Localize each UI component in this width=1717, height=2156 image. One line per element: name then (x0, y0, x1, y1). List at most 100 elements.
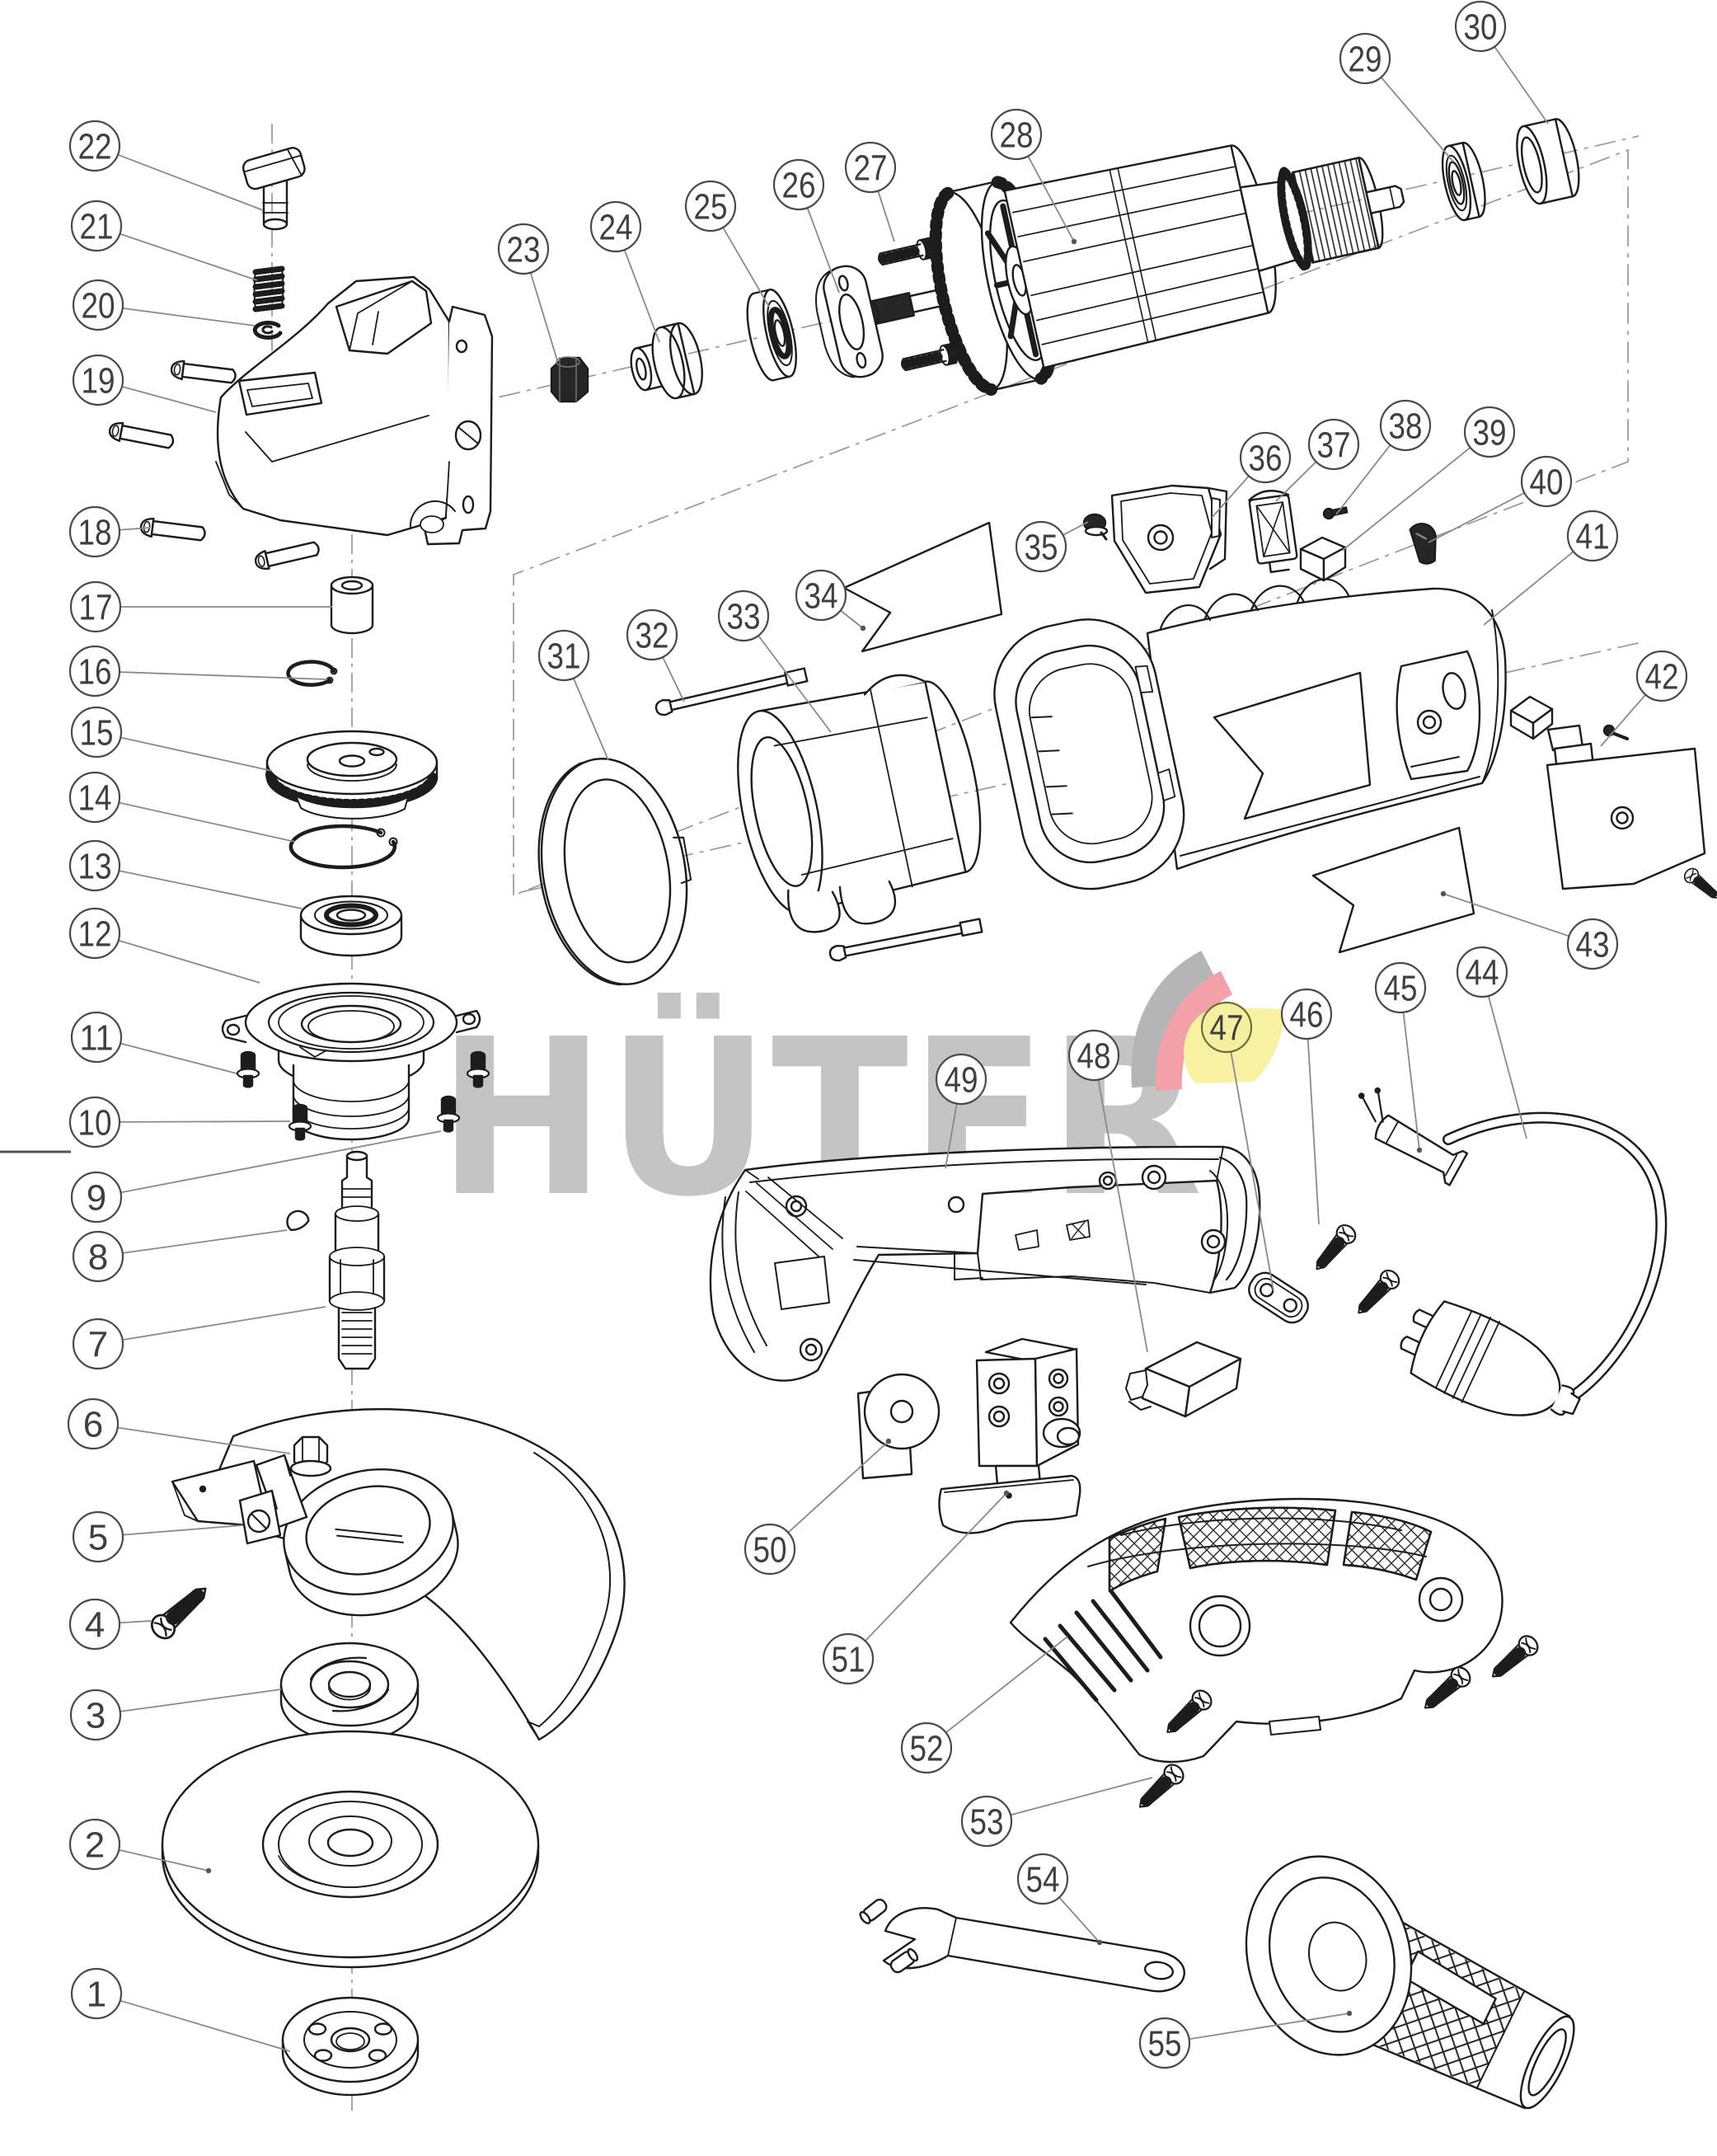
callout-38: 38 (1379, 399, 1432, 452)
part-1-clamp-flange-nut (281, 1996, 420, 2097)
svg-text:34: 34 (805, 576, 838, 617)
part-17-spacer-sleeve (330, 575, 374, 635)
leader-line-7 (122, 1306, 326, 1341)
svg-text:12: 12 (78, 914, 112, 955)
callout-36: 36 (1239, 431, 1292, 484)
svg-text:16: 16 (78, 652, 112, 693)
svg-text:30: 30 (1464, 7, 1498, 48)
leader-line-3 (120, 1689, 282, 1712)
leader-line-15 (120, 736, 273, 772)
callout-26: 26 (772, 158, 825, 211)
part-30-labyrinth-ring (1516, 118, 1580, 205)
part-38-brush-screw (1322, 506, 1349, 520)
svg-text:23: 23 (507, 230, 541, 270)
callout-54: 54 (1016, 1853, 1069, 1905)
leader-dot-50 (885, 1438, 892, 1444)
leader-line-54 (1058, 1896, 1100, 1943)
svg-text:47: 47 (1210, 1008, 1244, 1049)
svg-text:41: 41 (1576, 517, 1610, 557)
part-20-e-clip (252, 320, 283, 340)
callout-37: 37 (1307, 418, 1360, 471)
leader-dot-54 (1096, 1939, 1103, 1946)
leader-dot-51 (1003, 1490, 1010, 1496)
part-7-spindle-shaft (328, 1150, 386, 1370)
leader-line-33 (758, 635, 832, 733)
svg-text:53: 53 (970, 1802, 1004, 1843)
svg-text:31: 31 (547, 636, 581, 677)
callout-40: 40 (1520, 455, 1573, 508)
leader-line-49 (945, 1103, 958, 1169)
leader-line-40 (1428, 491, 1525, 543)
leader-line-45 (1402, 1012, 1420, 1151)
svg-text:29: 29 (1349, 40, 1382, 80)
callout-51: 51 (822, 1632, 875, 1685)
callout-28: 28 (990, 108, 1043, 161)
svg-text:37: 37 (1317, 425, 1351, 466)
svg-text:13: 13 (78, 847, 112, 887)
callout-14: 14 (68, 771, 121, 824)
leader-line-50 (787, 1440, 889, 1534)
leader-line-8 (122, 1229, 288, 1254)
leader-dot-45 (1416, 1147, 1423, 1153)
callout-42: 42 (1635, 650, 1688, 702)
leader-line-23 (529, 272, 558, 361)
svg-text:51: 51 (832, 1640, 866, 1680)
part-34-sticker-label (842, 521, 1003, 653)
svg-text:39: 39 (1473, 413, 1507, 453)
part-24-spacer-collar (630, 322, 703, 400)
leader-line-39 (1341, 447, 1471, 552)
leader-line-2 (119, 1848, 209, 1872)
leader-line-9 (120, 1130, 442, 1194)
leader-line-32 (662, 656, 685, 702)
leader-line-21 (120, 233, 258, 281)
leader-line-44 (1487, 995, 1527, 1139)
part-42-brush-access-cover (1509, 695, 1717, 904)
callout-4: 4 (68, 1598, 121, 1651)
part-31-air-deflector-ring (537, 758, 692, 986)
svg-text:17: 17 (79, 588, 113, 628)
callout-32: 32 (626, 608, 678, 661)
leader-dot-34 (860, 625, 866, 632)
svg-text:52: 52 (910, 1729, 944, 1769)
leader-dot-2 (205, 1867, 212, 1874)
part-25-ball-bearing (746, 289, 797, 382)
callout-45: 45 (1374, 961, 1427, 1014)
svg-text:32: 32 (636, 616, 669, 656)
leader-line-6 (117, 1426, 291, 1454)
leader-line-30 (1494, 46, 1549, 124)
svg-text:50: 50 (753, 1530, 787, 1571)
svg-text:45: 45 (1384, 969, 1418, 1009)
part-35-brush-cap-nut (1082, 513, 1109, 541)
callout-29: 29 (1339, 32, 1391, 85)
callout-34: 34 (795, 569, 847, 622)
part-36-brush-holder-plate (1110, 484, 1228, 594)
callout-13: 13 (68, 839, 121, 892)
part-10-stud-bolt (288, 1103, 312, 1141)
leader-line-52 (945, 1636, 1068, 1734)
callout-31: 31 (537, 629, 590, 682)
leader-line-11 (120, 1042, 237, 1074)
callout-33: 33 (717, 589, 770, 642)
leader-line-12 (118, 939, 260, 984)
svg-text:21: 21 (80, 207, 114, 247)
svg-text:4: 4 (85, 1605, 105, 1646)
callout-53: 53 (960, 1795, 1013, 1848)
leader-dot-28 (1071, 238, 1077, 245)
part-52-handle-cover (1009, 1497, 1504, 1764)
part-37-carbon-brush-holder (1248, 490, 1298, 574)
leader-line-14 (119, 801, 296, 843)
svg-text:49: 49 (945, 1060, 978, 1101)
svg-text:42: 42 (1645, 657, 1679, 698)
part-32-assembly-screws (654, 667, 983, 962)
svg-text:24: 24 (599, 208, 633, 248)
callout-55: 55 (1138, 2017, 1191, 2069)
part-21-lock-spring (252, 265, 285, 312)
leader-line-41 (1483, 551, 1574, 626)
svg-text:14: 14 (78, 778, 112, 819)
callout-27: 27 (844, 141, 897, 194)
callout-10: 10 (68, 1096, 121, 1148)
leader-line-22 (117, 153, 264, 211)
svg-text:38: 38 (1389, 406, 1423, 447)
callout-39: 39 (1463, 406, 1516, 458)
